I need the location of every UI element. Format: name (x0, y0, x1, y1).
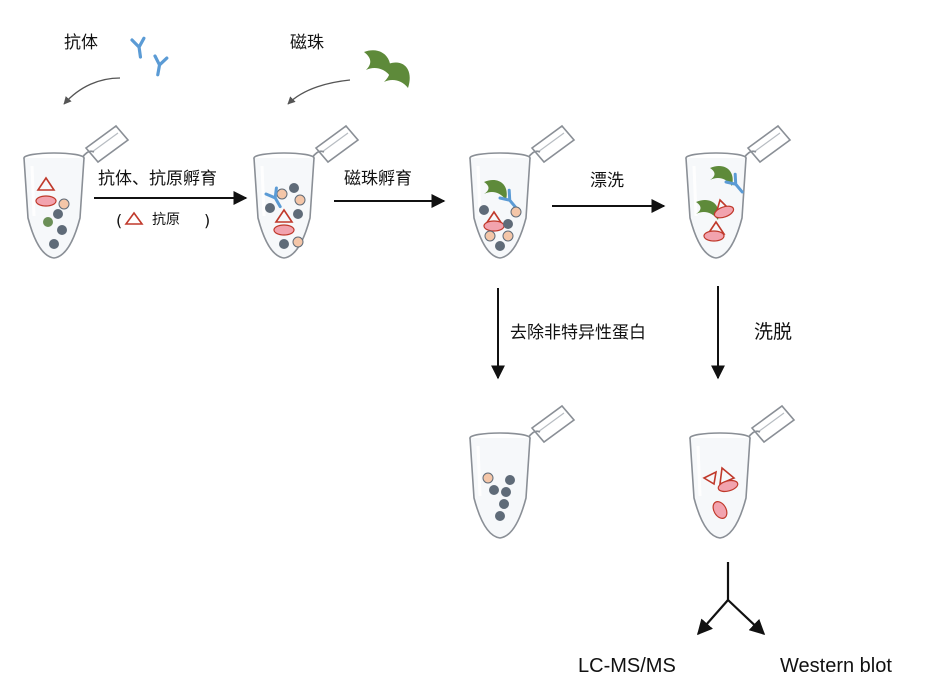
incubate-antibody-antigen-label: 抗体、抗原孵育 (98, 169, 217, 189)
western-blot-label: Western blot (780, 655, 892, 677)
antigen-legend-paren-close: ) (204, 211, 210, 230)
antigen-icon (124, 211, 144, 225)
antibody-label: 抗体 (64, 33, 98, 53)
add-beads-arrow (287, 79, 351, 105)
tube-3-bead-binding (468, 124, 576, 260)
tube-1-lysate (22, 124, 130, 260)
analysis-fork (696, 562, 766, 636)
tube-5-nonspecific-proteins (468, 404, 576, 540)
antigen-legend-label: 抗原 (152, 212, 180, 228)
antigen-legend: ( 抗原 ) (116, 211, 210, 230)
antibody-icon (130, 36, 169, 78)
remove-nonspecific-label: 去除非特异性蛋白 (510, 323, 646, 343)
tube-2-antibody-antigen (252, 124, 360, 260)
magnetic-bead-icon (364, 50, 410, 88)
wash-label: 漂洗 (590, 171, 624, 191)
incubate-beads-label: 磁珠孵育 (344, 169, 412, 189)
beads-label: 磁珠 (290, 33, 324, 53)
tube-6-eluted-antigen (688, 404, 796, 540)
lcms-label: LC-MS/MS (578, 655, 676, 677)
add-antibody-arrow (63, 77, 121, 105)
elute-label: 洗脱 (754, 321, 792, 343)
tube-4-washed (684, 124, 792, 260)
antigen-legend-paren-open: ( (116, 211, 122, 230)
